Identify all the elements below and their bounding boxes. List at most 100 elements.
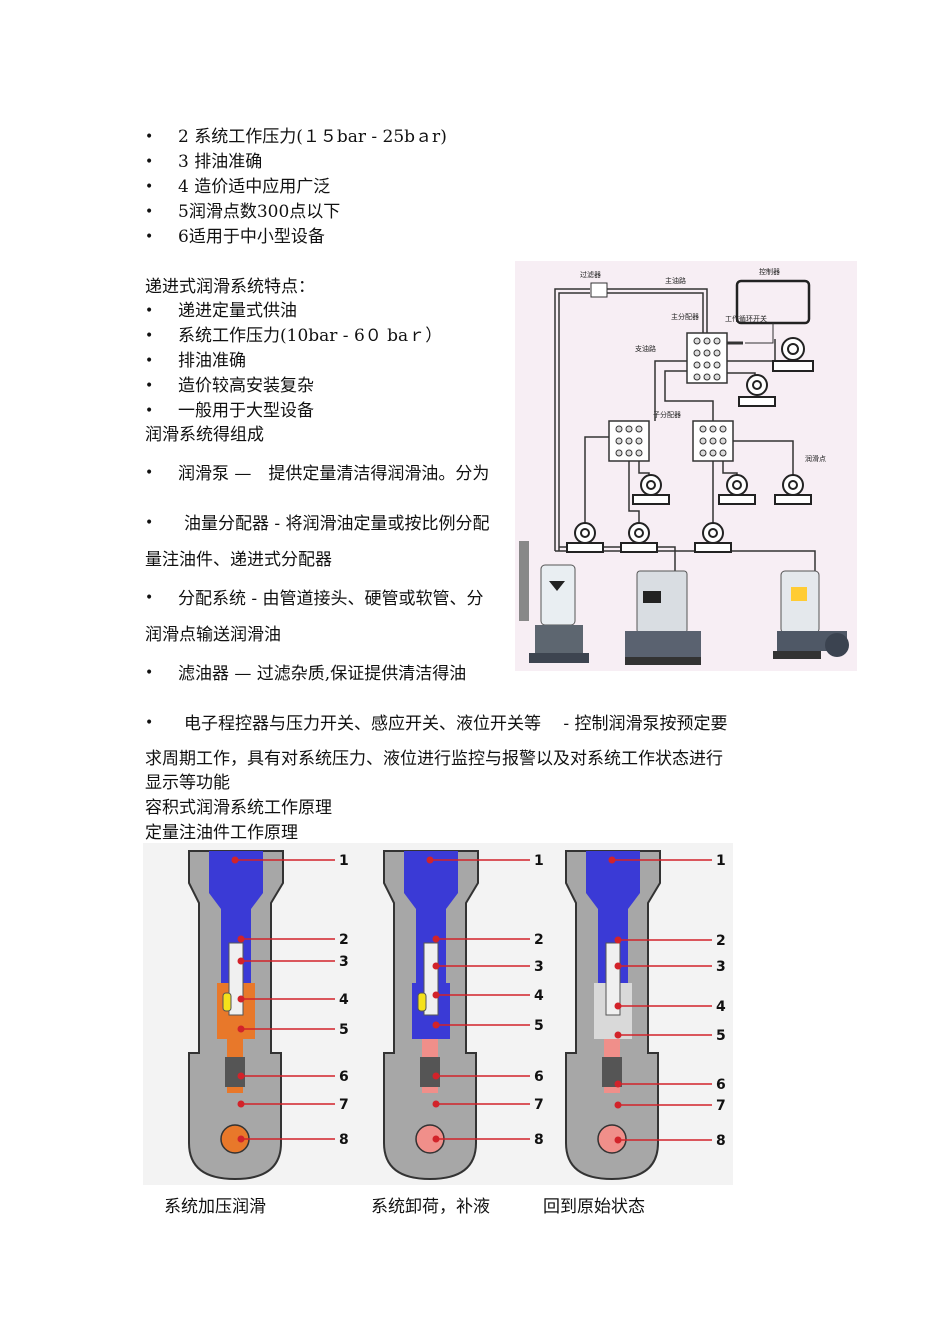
- leader-dot: [237, 995, 245, 1003]
- part-number-label: 7: [339, 1097, 349, 1113]
- leader-dot: [237, 1100, 245, 1108]
- list-item: 2 系统工作压力(１５bar - 25bａr): [178, 127, 447, 147]
- sub-distributor-label: 子分配器: [653, 410, 681, 419]
- section-heading: 定量注油件工作原理: [145, 823, 298, 843]
- check-valve: [225, 1057, 245, 1087]
- part-number-label: 4: [534, 988, 544, 1004]
- outlet-port: [597, 1124, 627, 1154]
- list-item: 造价较高安装复杂: [178, 376, 314, 396]
- system-diagram-svg: 控制器 过滤器 主油路 主分配器 工作循环开关 支油路: [515, 261, 857, 671]
- list-item: 递进定量式供油: [178, 301, 297, 321]
- part-number-label: 6: [339, 1069, 349, 1085]
- caption-reset: 回到原始状态: [543, 1197, 645, 1217]
- leader-dot: [608, 856, 616, 864]
- leader-dot: [426, 856, 434, 864]
- bullet: •: [145, 715, 154, 731]
- bullet: •: [145, 465, 154, 481]
- leader-dot: [614, 1002, 622, 1010]
- list-item: 分配系统 - 由管道接头、硬管或软管、分: [178, 589, 484, 609]
- part-number-label: 6: [716, 1077, 726, 1093]
- main-line-label: 主油路: [665, 276, 686, 285]
- bullet: •: [145, 328, 154, 344]
- bullet: •: [145, 378, 154, 394]
- list-item: 3 排油准确: [178, 152, 263, 172]
- check-valve: [420, 1057, 440, 1087]
- part-number-label: 8: [339, 1132, 349, 1148]
- part-number-label: 2: [534, 932, 544, 948]
- bullet: •: [145, 204, 154, 220]
- oil-chamber: [209, 851, 263, 983]
- list-item-continued: 求周期工作，具有对系统压力、液位进行监控与报警以及对系统工作状态进行: [145, 749, 723, 769]
- leader-dot: [432, 935, 440, 943]
- leader-dot: [432, 962, 440, 970]
- filter-icon: [590, 282, 608, 298]
- filter-label: 过滤器: [580, 270, 601, 279]
- pump-photos: [519, 541, 849, 665]
- leader-dot: [614, 1031, 622, 1039]
- oil-chamber: [404, 851, 458, 983]
- leader-dot: [614, 1080, 622, 1088]
- controller-label: 控制器: [759, 267, 780, 276]
- part-number-label: 1: [339, 853, 349, 869]
- bullet: •: [145, 229, 154, 245]
- list-item-continued: 量注油件、递进式分配器: [145, 550, 332, 570]
- bullet: •: [145, 665, 154, 681]
- list-item: 4 造价适中应用广泛: [178, 177, 331, 197]
- oil-chamber: [586, 851, 640, 983]
- bullet: •: [145, 129, 154, 145]
- main-distributor-label: 主分配器: [671, 312, 699, 321]
- part-number-label: 3: [534, 959, 544, 975]
- list-item: 油量分配器 - 将润滑油定量或按比例分配: [184, 514, 490, 534]
- part-number-label: 2: [339, 932, 349, 948]
- leader-dot: [432, 991, 440, 999]
- composition-title: 润滑系统得组成: [145, 425, 264, 445]
- part-number-label: 3: [339, 954, 349, 970]
- seal-indicator: [222, 992, 232, 1012]
- part-number-label: 8: [534, 1132, 544, 1148]
- bullet: •: [145, 403, 154, 419]
- part-number-label: 5: [339, 1022, 349, 1038]
- branch-line-label: 支油路: [635, 344, 656, 353]
- bearing-icons: [566, 337, 814, 553]
- seal-indicator: [417, 992, 427, 1012]
- leader-dot: [614, 1136, 622, 1144]
- bullet: •: [145, 353, 154, 369]
- part-number-label: 8: [716, 1133, 726, 1149]
- part-number-label: 4: [339, 992, 349, 1008]
- list-item: 润滑泵 — 提供定量清洁得润滑油。分为: [178, 464, 490, 484]
- bullet: •: [145, 179, 154, 195]
- bullet: •: [145, 515, 154, 531]
- leader-dot: [237, 935, 245, 943]
- piston: [605, 942, 621, 1016]
- check-valve: [602, 1057, 622, 1087]
- leader-dot: [614, 1101, 622, 1109]
- bullet: •: [145, 154, 154, 170]
- list-item: 5润滑点数300点以下: [178, 202, 341, 222]
- bullet: •: [145, 303, 154, 319]
- leader-dot: [432, 1072, 440, 1080]
- lube-point-label: 润滑点: [805, 454, 826, 463]
- part-number-label: 4: [716, 999, 726, 1015]
- list-item: 6适用于中小型设备: [178, 227, 325, 247]
- leader-dot: [432, 1021, 440, 1029]
- bullet: •: [145, 590, 154, 606]
- leader-dot: [237, 1072, 245, 1080]
- cycle-switch-label: 工作循环开关: [725, 314, 767, 323]
- leader-dot: [432, 1135, 440, 1143]
- leader-dot: [231, 856, 239, 864]
- leader-dot: [237, 1135, 245, 1143]
- part-number-label: 5: [716, 1028, 726, 1044]
- part-number-label: 1: [716, 853, 726, 869]
- leader-dot: [237, 957, 245, 965]
- leader-dot: [614, 936, 622, 944]
- leader-dot: [432, 1100, 440, 1108]
- part-number-label: 3: [716, 959, 726, 975]
- list-item-continued: 显示等功能: [145, 773, 230, 793]
- list-item: 滤油器 — 过滤杂质,保证提供清洁得油: [178, 664, 467, 684]
- list-item: 排油准确: [178, 351, 246, 371]
- leader-dot: [237, 1025, 245, 1033]
- caption-pressurize: 系统加压润滑: [164, 1197, 266, 1217]
- list-item: 一般用于大型设备: [178, 401, 314, 421]
- caption-unload-refill: 系统卸荷，补液: [371, 1197, 490, 1217]
